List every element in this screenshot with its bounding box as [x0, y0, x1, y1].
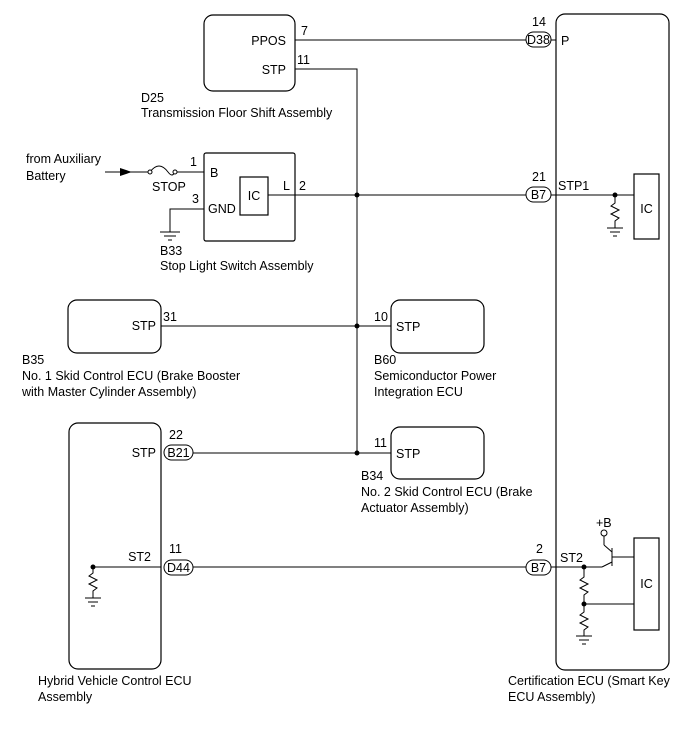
- transistor-emitter: [601, 561, 613, 568]
- stoplight-name: Stop Light Switch Assembly: [160, 259, 314, 273]
- cert-st2-label: ST2: [560, 551, 583, 565]
- junction-dot: [354, 323, 360, 329]
- cert-plus-b-label: +B: [596, 516, 612, 530]
- connector-d38-label: D38: [527, 33, 550, 47]
- cert-name-line1: Certification ECU (Smart Key: [508, 674, 671, 688]
- cert-pin-stp1: 21: [532, 170, 546, 184]
- stoplight-pin-l: 2: [299, 179, 306, 193]
- stoplight-l-label: L: [283, 179, 290, 193]
- skid2-name-line1: No. 2 Skid Control ECU (Brake: [361, 485, 533, 499]
- battery-source-line2: Battery: [26, 169, 66, 183]
- semi-name-line1: Semiconductor Power: [374, 369, 496, 383]
- hybrid-box: [68, 422, 162, 670]
- d25-box: [203, 14, 296, 92]
- battery-source-line1: from Auxiliary: [26, 152, 102, 166]
- d25-name: Transmission Floor Shift Assembly: [141, 106, 333, 120]
- cert-ic2-label: IC: [640, 577, 653, 591]
- semi-stp-label: STP: [396, 320, 420, 334]
- resistor-icon: [87, 567, 99, 598]
- connector-b21: [163, 444, 194, 461]
- junction-dot: [354, 192, 360, 198]
- stoplight-code: B33: [160, 244, 182, 258]
- stoplight-b-label: B: [210, 166, 218, 180]
- hybrid-name-line2: Assembly: [38, 690, 93, 704]
- d25-ppos-label: PPOS: [251, 34, 286, 48]
- connector-d44: [163, 559, 194, 576]
- connector-b7-st2-label: B7: [531, 561, 546, 575]
- connector-b7-st2: [525, 559, 552, 576]
- stoplight-pin-gnd: 3: [192, 192, 199, 206]
- skid1-name-line2: with Master Cylinder Assembly): [21, 385, 196, 399]
- cert-ic1-box: [633, 173, 660, 240]
- connector-b21-label: B21: [167, 446, 189, 460]
- battery-arrow-icon: [120, 168, 132, 176]
- connector-d38: [525, 31, 552, 48]
- stoplight-gnd-label: GND: [208, 202, 236, 216]
- cert-ic1-label: IC: [640, 202, 653, 216]
- skid2-code: B34: [361, 469, 383, 483]
- hybrid-st2-label: ST2: [128, 550, 151, 564]
- semi-name-line2: Integration ECU: [374, 385, 463, 399]
- fuse-terminal-right: [172, 169, 178, 175]
- skid1-stp-label: STP: [132, 319, 156, 333]
- semi-code: B60: [374, 353, 396, 367]
- skid1-code: B35: [22, 353, 44, 367]
- stoplight-pin-b: 1: [190, 155, 197, 169]
- fuse-label: STOP: [152, 180, 186, 194]
- skid1-pin: 31: [163, 310, 177, 324]
- connector-b7-stp1-label: B7: [531, 188, 546, 202]
- d25-stp-label: STP: [262, 63, 286, 77]
- fuse-terminal-left: [147, 169, 153, 175]
- resistor-icon: [609, 195, 621, 228]
- fuse-icon: [149, 165, 176, 176]
- connector-b7-stp1: [525, 186, 552, 203]
- cert-ic2-box: [633, 537, 660, 631]
- cert-p-label: P: [561, 34, 569, 48]
- hybrid-stp-label: STP: [132, 446, 156, 460]
- d25-code: D25: [141, 91, 164, 105]
- stoplight-ic-box: [239, 176, 269, 216]
- skid2-pin: 11: [374, 436, 387, 450]
- resistor-icon: [578, 567, 590, 604]
- transistor-collector: [603, 544, 613, 553]
- cert-pin-st2: 2: [536, 542, 543, 556]
- cert-pin-p: 14: [532, 15, 546, 29]
- hybrid-pin-st2: 11: [169, 542, 182, 556]
- d25-pin-stp: 11: [297, 53, 310, 67]
- cert-name-line2: ECU Assembly): [508, 690, 596, 704]
- semi-pin: 10: [374, 310, 388, 324]
- skid2-stp-label: STP: [396, 447, 420, 461]
- hybrid-pin-stp: 22: [169, 428, 183, 442]
- resistor-icon: [578, 604, 590, 636]
- hybrid-name-line1: Hybrid Vehicle Control ECU: [38, 674, 192, 688]
- plus-b-terminal-icon: [600, 529, 608, 537]
- connector-d44-label: D44: [167, 561, 190, 575]
- wire-gnd: [169, 208, 204, 232]
- cert-stp1-label: STP1: [558, 179, 589, 193]
- d25-pin-ppos: 7: [301, 24, 308, 38]
- skid2-name-line2: Actuator Assembly): [361, 501, 469, 515]
- junction-dot: [354, 450, 360, 456]
- skid1-name-line1: No. 1 Skid Control ECU (Brake Booster: [22, 369, 240, 383]
- stoplight-ic-label: IC: [248, 189, 261, 203]
